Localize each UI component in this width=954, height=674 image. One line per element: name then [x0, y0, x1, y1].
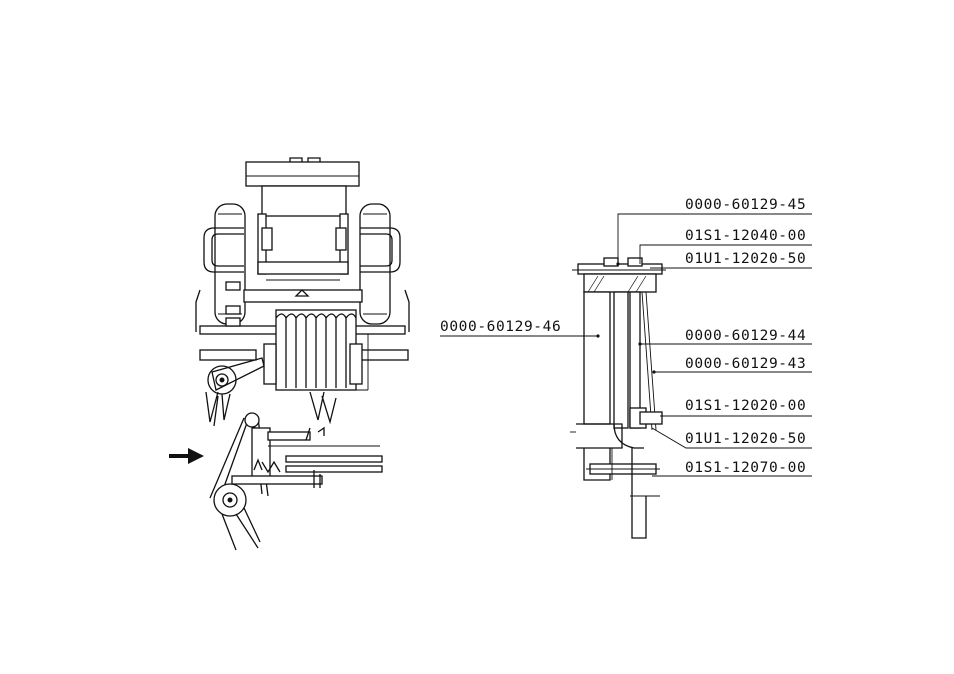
callout-label: 0000-60129-44	[685, 328, 806, 344]
callout-label: 01S1-12040-00	[685, 228, 806, 244]
callout-label: 0000-60129-43	[685, 356, 806, 372]
callout-label: 01U1-12020-50	[685, 431, 806, 447]
callout-label: 0000-60129-45	[685, 197, 806, 213]
right-arrow-icon	[169, 448, 204, 464]
callout-label: 01S1-12020-00	[685, 398, 806, 414]
machine-overview-drawing	[169, 158, 409, 550]
section-detail-drawing	[570, 258, 666, 538]
callout-label: 0000-60129-46	[440, 319, 561, 335]
callout-label: 01U1-12020-50	[685, 251, 806, 267]
callout-label: 01S1-12070-00	[685, 460, 806, 476]
